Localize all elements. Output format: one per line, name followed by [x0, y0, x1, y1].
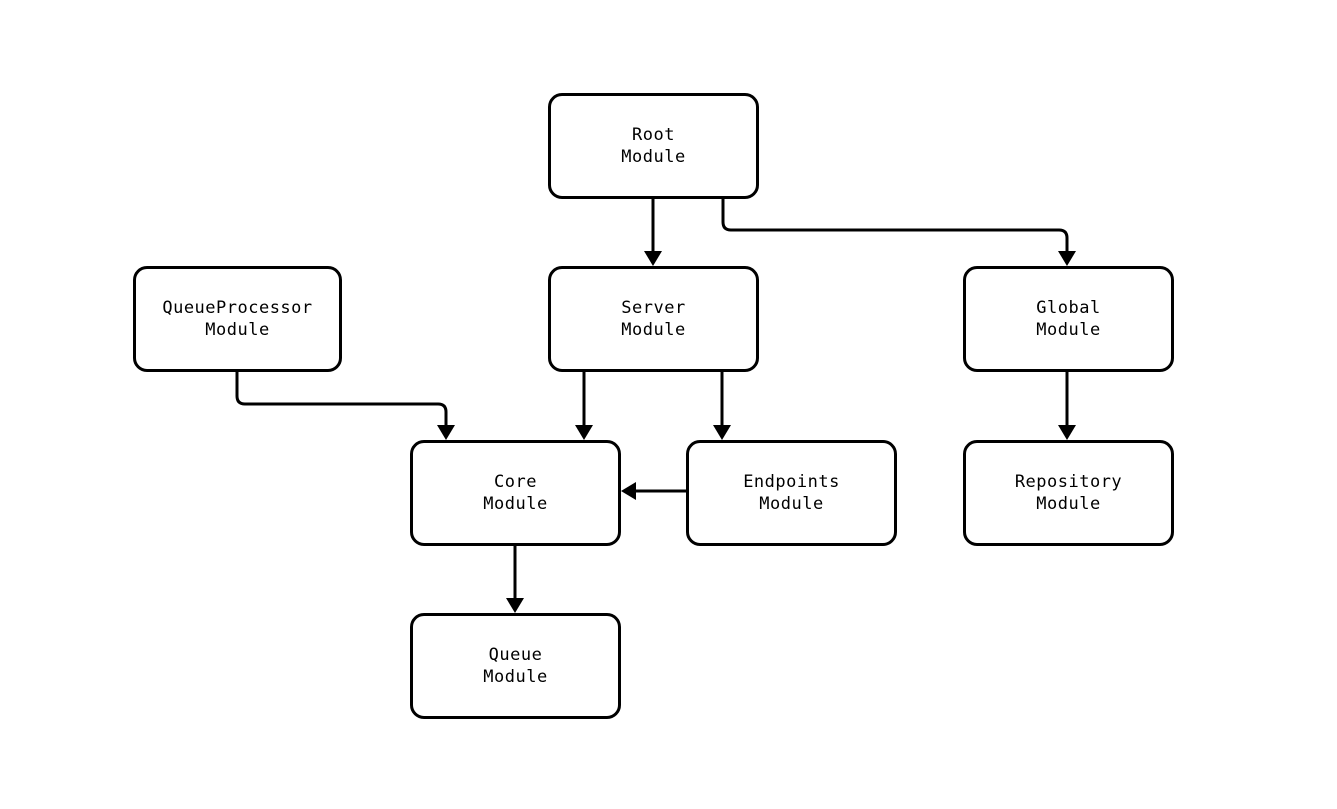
edge-root-to-global	[721, 199, 1076, 266]
arrowhead-icon	[437, 425, 455, 440]
node-queue-label-line1: Queue	[488, 645, 543, 665]
edge-server-to-endpoints	[713, 372, 731, 440]
node-core-label-line1: Core	[494, 472, 537, 492]
edge-endpoints-to-core	[621, 482, 686, 500]
node-core[interactable]: Core Module	[410, 440, 621, 546]
edge-core-to-queue	[506, 546, 524, 613]
node-endpoints-label-line2: Module	[759, 494, 824, 514]
node-global[interactable]: Global Module	[963, 266, 1174, 372]
arrowhead-icon	[1058, 251, 1076, 266]
arrowhead-icon	[621, 482, 636, 500]
node-endpoints-label-line1: Endpoints	[743, 472, 840, 492]
node-core-label-line2: Module	[483, 494, 548, 514]
node-endpoints[interactable]: Endpoints Module	[686, 440, 897, 546]
node-queueprocessor[interactable]: QueueProcessor Module	[133, 266, 342, 372]
node-global-label-line2: Module	[1036, 320, 1101, 340]
node-server[interactable]: Server Module	[548, 266, 759, 372]
node-root-label-line2: Module	[621, 147, 686, 167]
node-global-label-line1: Global	[1036, 298, 1101, 318]
arrowhead-icon	[713, 425, 731, 440]
node-queueprocessor-label-line2: Module	[205, 320, 270, 340]
edge-global-to-repository	[1058, 372, 1076, 440]
arrowhead-icon	[644, 251, 662, 266]
node-server-label-line1: Server	[621, 298, 686, 318]
node-root[interactable]: Root Module	[548, 93, 759, 199]
node-root-label-line1: Root	[632, 125, 675, 145]
node-queue-label-line2: Module	[483, 667, 548, 687]
node-server-label-line2: Module	[621, 320, 686, 340]
node-repository-label-line2: Module	[1036, 494, 1101, 514]
edge-server-to-core	[575, 372, 593, 440]
node-repository[interactable]: Repository Module	[963, 440, 1174, 546]
arrowhead-icon	[506, 598, 524, 613]
node-queueprocessor-label-line1: QueueProcessor	[162, 298, 313, 318]
arrowhead-icon	[575, 425, 593, 440]
edge-queueprocessor-to-core	[235, 372, 455, 440]
node-queue[interactable]: Queue Module	[410, 613, 621, 719]
edge-root-to-server	[644, 199, 662, 266]
arrowhead-icon	[1058, 425, 1076, 440]
node-repository-label-line1: Repository	[1014, 472, 1123, 492]
